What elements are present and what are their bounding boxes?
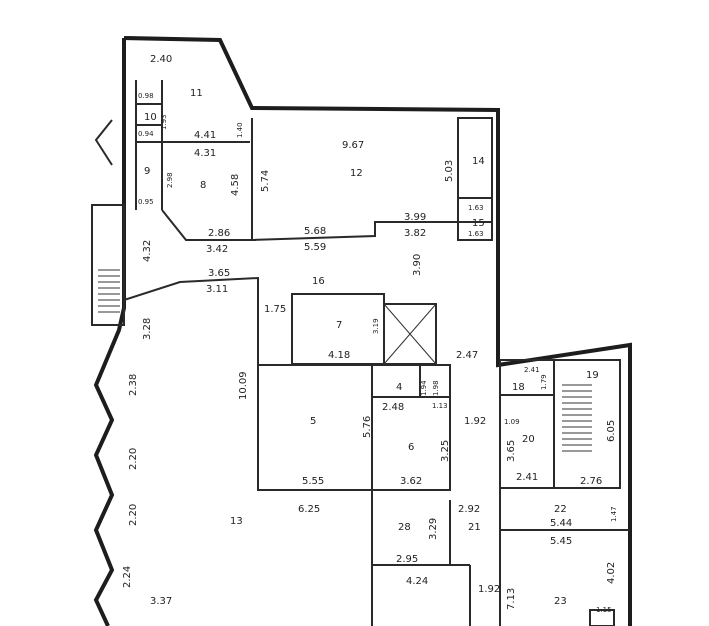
dimension: 2.20 — [128, 448, 139, 470]
room-label: 6 — [408, 442, 414, 453]
dimension: 2.41 — [524, 366, 540, 374]
dimension: 3.29 — [428, 518, 439, 540]
dimension: 2.20 — [128, 504, 139, 526]
room-label: 12 — [350, 168, 363, 179]
dimension: 3.65 — [208, 268, 230, 279]
dimension: 2.24 — [122, 566, 133, 588]
dimension: 3.42 — [206, 244, 228, 255]
dimension: 4.18 — [328, 350, 350, 361]
dimension: 4.32 — [142, 240, 153, 262]
dimension: 2.92 — [458, 504, 480, 515]
dimension: 5.68 — [304, 226, 326, 237]
dimension: 1.75 — [264, 304, 286, 315]
right-staircase — [562, 384, 592, 452]
dimension: 1.93 — [160, 114, 168, 130]
dimension: 5.74 — [260, 170, 271, 192]
dimension: 1.94 — [420, 380, 428, 396]
room-label: 5 — [310, 416, 316, 427]
dimension: 3.82 — [404, 228, 426, 239]
dimension: 1.09 — [504, 418, 520, 426]
dimension: 2.47 — [456, 350, 478, 361]
room-label: 23 — [554, 596, 567, 607]
dimension: 3.19 — [372, 318, 380, 334]
left-staircase — [91, 204, 125, 326]
dimension: 4.41 — [194, 130, 216, 141]
dimension: 5.55 — [302, 476, 324, 487]
dimension: 5.76 — [362, 416, 373, 438]
dimension: 3.28 — [142, 318, 153, 340]
dimension: 5.44 — [550, 518, 572, 529]
dimension: 3.62 — [400, 476, 422, 487]
room-label: 28 — [398, 522, 411, 533]
dimension: 3.90 — [412, 254, 423, 276]
room-label: 16 — [312, 276, 325, 287]
dimension: 1.40 — [236, 122, 244, 138]
dimension: 1.79 — [540, 374, 548, 390]
dimension: 2.95 — [396, 554, 418, 565]
dimension: 0.98 — [138, 92, 154, 100]
room-label: 8 — [200, 180, 206, 191]
room-label: 19 — [586, 370, 599, 381]
room-labels: 11 10 9 8 12 14 15 16 7 4 5 6 18 19 20 1… — [144, 88, 599, 607]
room-label: 13 — [230, 516, 243, 527]
dimension: 5.03 — [444, 160, 455, 182]
dimension: 5.59 — [304, 242, 326, 253]
dimension: 2.40 — [150, 54, 172, 65]
dimension: 9.67 — [342, 140, 364, 151]
room-label: 21 — [468, 522, 481, 533]
dimension: 3.11 — [206, 284, 228, 295]
dimension: 4.31 — [194, 148, 216, 159]
dimension: 1.63 — [468, 230, 484, 238]
room-label: 11 — [190, 88, 203, 99]
dimension: 4.24 — [406, 576, 428, 587]
room-label: 18 — [512, 382, 525, 393]
dimension: 0.95 — [138, 198, 154, 206]
dimension: 3.99 — [404, 212, 426, 223]
dimension: 1.98 — [432, 380, 440, 396]
dimension: 1.13 — [432, 402, 448, 410]
dimension: 7.13 — [506, 588, 517, 610]
dimension-labels: 2.40 0.98 1.93 0.94 4.41 1.40 4.31 2.98 … — [122, 54, 618, 614]
dimension: 1.92 — [464, 416, 486, 427]
room-label: 7 — [336, 320, 342, 331]
room-label: 4 — [396, 382, 402, 393]
dimension: 1.63 — [468, 204, 484, 212]
dimension: 5.45 — [550, 536, 572, 547]
dimension: 2.98 — [166, 172, 174, 188]
dimension: 6.25 — [298, 504, 320, 515]
room-label: 14 — [472, 156, 485, 167]
outer-walls — [93, 36, 632, 626]
room-label: 20 — [522, 434, 535, 445]
dimension: 6.05 — [606, 420, 617, 442]
room-label: 9 — [144, 166, 150, 177]
room-label: 10 — [144, 112, 157, 123]
dimension: 2.41 — [516, 472, 538, 483]
dimension: 2.86 — [208, 228, 230, 239]
dimension: 4.02 — [606, 562, 617, 584]
dimension: 3.65 — [506, 440, 517, 462]
dimension: 2.76 — [580, 476, 602, 487]
dimension: 4.58 — [230, 174, 241, 196]
dimension: 3.25 — [440, 440, 451, 462]
dimension: 10.09 — [238, 371, 249, 400]
room-label: 15 — [472, 218, 485, 229]
dimension: 0.94 — [138, 130, 154, 138]
dimension: 2.38 — [128, 374, 139, 396]
interior-walls — [123, 80, 630, 626]
dimension: 1.47 — [610, 506, 618, 522]
dimension: 3.37 — [150, 596, 172, 607]
dimension: 1.92 — [478, 584, 500, 595]
dimension: 2.48 — [382, 402, 404, 413]
room-label: 22 — [554, 504, 567, 515]
dimension: 1.15 — [596, 606, 612, 614]
